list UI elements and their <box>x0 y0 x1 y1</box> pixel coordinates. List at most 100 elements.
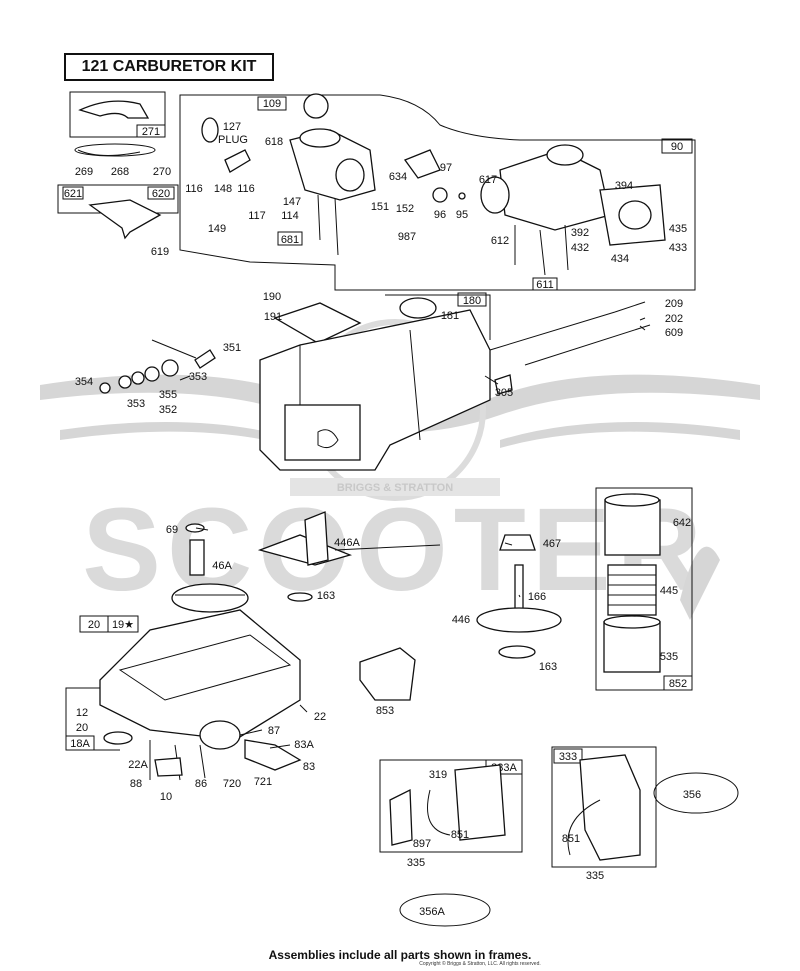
callout-353a: 353 <box>127 398 145 410</box>
callout-22a: 22A <box>128 759 148 771</box>
callout-392: 392 <box>571 227 589 239</box>
carburetor-body-right <box>480 144 666 276</box>
callout-83: 83 <box>303 761 315 773</box>
frame-681: 681 <box>277 231 303 246</box>
frame-18a: 18A <box>65 687 120 751</box>
frame-label: 19★ <box>112 619 134 631</box>
callout-22: 22 <box>314 711 326 723</box>
callout-96: 96 <box>434 209 446 221</box>
bolt-305 <box>494 374 513 395</box>
air-filter-stack <box>603 493 661 673</box>
crankcase-base <box>99 609 302 781</box>
callout-12: 12 <box>76 707 88 719</box>
callout-163a: 163 <box>317 590 335 602</box>
callout-83a: 83A <box>294 739 314 751</box>
watermark-swoosh <box>40 374 760 433</box>
frame-label: 18A <box>70 738 90 750</box>
callout-319: 319 <box>429 769 447 781</box>
callout-609: 609 <box>665 327 683 339</box>
armature-333a <box>389 764 506 846</box>
callout-95: 95 <box>456 209 468 221</box>
callout-720: 720 <box>223 778 241 790</box>
callout-163b: 163 <box>539 661 557 673</box>
watermark-scooter-mark <box>680 546 720 620</box>
callout-721: 721 <box>254 776 272 788</box>
callout-434: 434 <box>611 253 629 265</box>
callout-127: 127 <box>223 121 241 133</box>
wire-356 <box>653 772 739 814</box>
callout-191: 191 <box>264 311 282 323</box>
footer-note: Assemblies include all parts shown in fr… <box>268 948 532 962</box>
callout-166: 166 <box>528 591 546 603</box>
callout-147: 147 <box>283 196 301 208</box>
callout-621: 621 <box>64 188 82 200</box>
callout-354: 354 <box>75 376 93 388</box>
callout-10: 10 <box>160 791 172 803</box>
callout-114: 114 <box>281 210 299 222</box>
frame-label: 852 <box>669 678 687 690</box>
callout-190: 190 <box>263 291 281 303</box>
part-96 <box>432 187 448 203</box>
callout-618: 618 <box>265 136 283 148</box>
callout-619: 619 <box>151 246 169 258</box>
frame-271: 271 <box>69 91 166 138</box>
callout-356: 356 <box>683 789 701 801</box>
watermark-swoosh-lower <box>60 422 740 448</box>
frame-852: 852 <box>595 487 693 691</box>
callout-202: 202 <box>665 313 683 325</box>
callout-446a: 446A <box>334 537 360 549</box>
callout-433: 433 <box>669 242 687 254</box>
crankshaft-gear <box>171 523 249 613</box>
callout-335a: 335 <box>407 857 425 869</box>
callout-353b: 353 <box>189 371 207 383</box>
callout-356a: 356A <box>419 906 445 918</box>
frame-333: 333 <box>551 746 657 868</box>
callout-355: 355 <box>159 389 177 401</box>
gasket-269 <box>74 143 156 157</box>
callout-209: 209 <box>665 298 683 310</box>
callout-181: 181 <box>441 310 459 322</box>
callout-634: 634 <box>389 171 407 183</box>
callout-352: 352 <box>159 404 177 416</box>
part-95 <box>458 192 466 200</box>
callout-plug: PLUG <box>218 134 248 146</box>
fuel-pump-gasket-191 <box>273 302 362 344</box>
callout-149: 149 <box>208 223 226 235</box>
frame-180: 180 <box>385 292 491 340</box>
callout-432: 432 <box>571 242 589 254</box>
frame-label: 620 <box>152 188 170 200</box>
callout-435: 435 <box>669 223 687 235</box>
callout-446: 446 <box>452 614 470 626</box>
callout-117: 117 <box>248 210 266 222</box>
watermark-badge-bg <box>290 478 500 496</box>
callout-612: 612 <box>491 235 509 247</box>
callout-467: 467 <box>543 538 561 550</box>
shield-446a <box>304 511 329 566</box>
callout-87: 87 <box>268 725 280 737</box>
frame-19: 19★ <box>107 615 139 633</box>
callout-20: 20 <box>76 722 88 734</box>
callout-116a: 116 <box>185 183 203 195</box>
copyright-notice: Copyright © Briggs & Stratton, LLC. All … <box>419 961 541 967</box>
armature-333 <box>567 754 641 861</box>
frame-90: 90 <box>661 138 693 154</box>
callout-617: 617 <box>479 174 497 186</box>
frame-label: 271 <box>142 126 160 138</box>
callout-535: 535 <box>660 651 678 663</box>
callout-116b: 116 <box>237 183 255 195</box>
frame-20: 20 <box>79 615 109 633</box>
callout-270: 270 <box>153 166 171 178</box>
callout-445: 445 <box>660 585 678 597</box>
callout-labels: 269 268 270 621 619 127 PLUG 618 116 148… <box>64 121 701 918</box>
shield-853 <box>359 647 416 701</box>
callout-268: 268 <box>111 166 129 178</box>
callout-69: 69 <box>166 524 178 536</box>
fuel-line <box>489 311 651 366</box>
page-title: 121 CARBURETOR KIT <box>64 53 274 81</box>
callout-305: 305 <box>495 387 513 399</box>
bracket-part <box>88 199 162 240</box>
callout-269: 269 <box>75 166 93 178</box>
frame-label: 109 <box>263 98 281 110</box>
callout-335b: 335 <box>586 870 604 882</box>
